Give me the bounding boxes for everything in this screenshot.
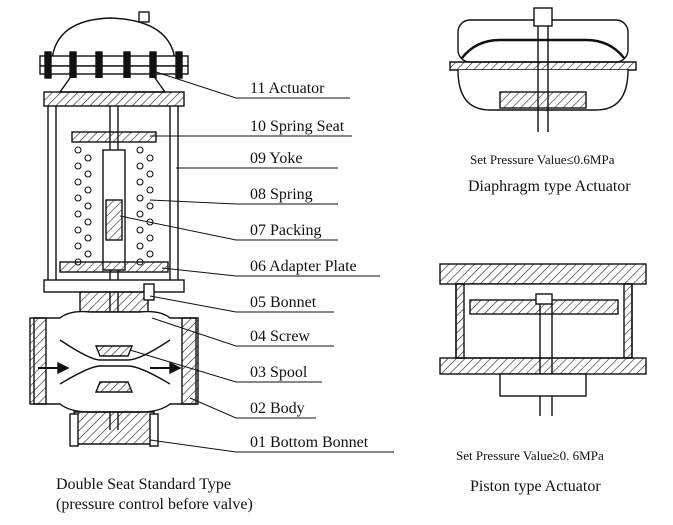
label-body: 02 Body	[250, 400, 305, 417]
label-spring-seat: 10 Spring Seat	[250, 118, 345, 135]
piston-pressure-note: Set Pressure Value≥0. 6MPa	[456, 448, 604, 463]
label-actuator: 11 Actuator	[250, 80, 325, 97]
piston-actuator-drawing	[439, 263, 647, 416]
label-yoke: 09 Yoke	[250, 150, 303, 167]
diaphragm-caption: Diaphragm type Actuator	[468, 178, 631, 195]
valve-body	[29, 310, 199, 413]
main-valve-assembly	[29, 11, 199, 447]
piston-caption: Piston type Actuator	[470, 478, 601, 495]
label-adapter-plate: 06 Adapter Plate	[250, 258, 357, 275]
valve-stem	[102, 106, 126, 430]
main-valve-caption-line2: (pressure control before valve)	[56, 496, 253, 513]
label-spool: 03 Spool	[250, 364, 308, 381]
label-bottom-bonnet: 01 Bottom Bonnet	[250, 434, 369, 451]
flow-arrows	[38, 361, 182, 375]
yoke	[47, 106, 179, 292]
diaphragm-actuator-drawing	[449, 7, 637, 132]
label-spring: 08 Spring	[250, 186, 313, 203]
actuator-housing	[39, 11, 189, 93]
label-screw: 04 Screw	[250, 328, 310, 345]
label-packing: 07 Packing	[250, 222, 322, 239]
diaphragm-pressure-note: Set Pressure Value≤0.6MPa	[470, 152, 615, 167]
main-valve-caption-line1: Double Seat Standard Type	[56, 476, 231, 493]
leader-lines	[119, 69, 394, 453]
label-bonnet: 05 Bonnet	[250, 294, 317, 311]
